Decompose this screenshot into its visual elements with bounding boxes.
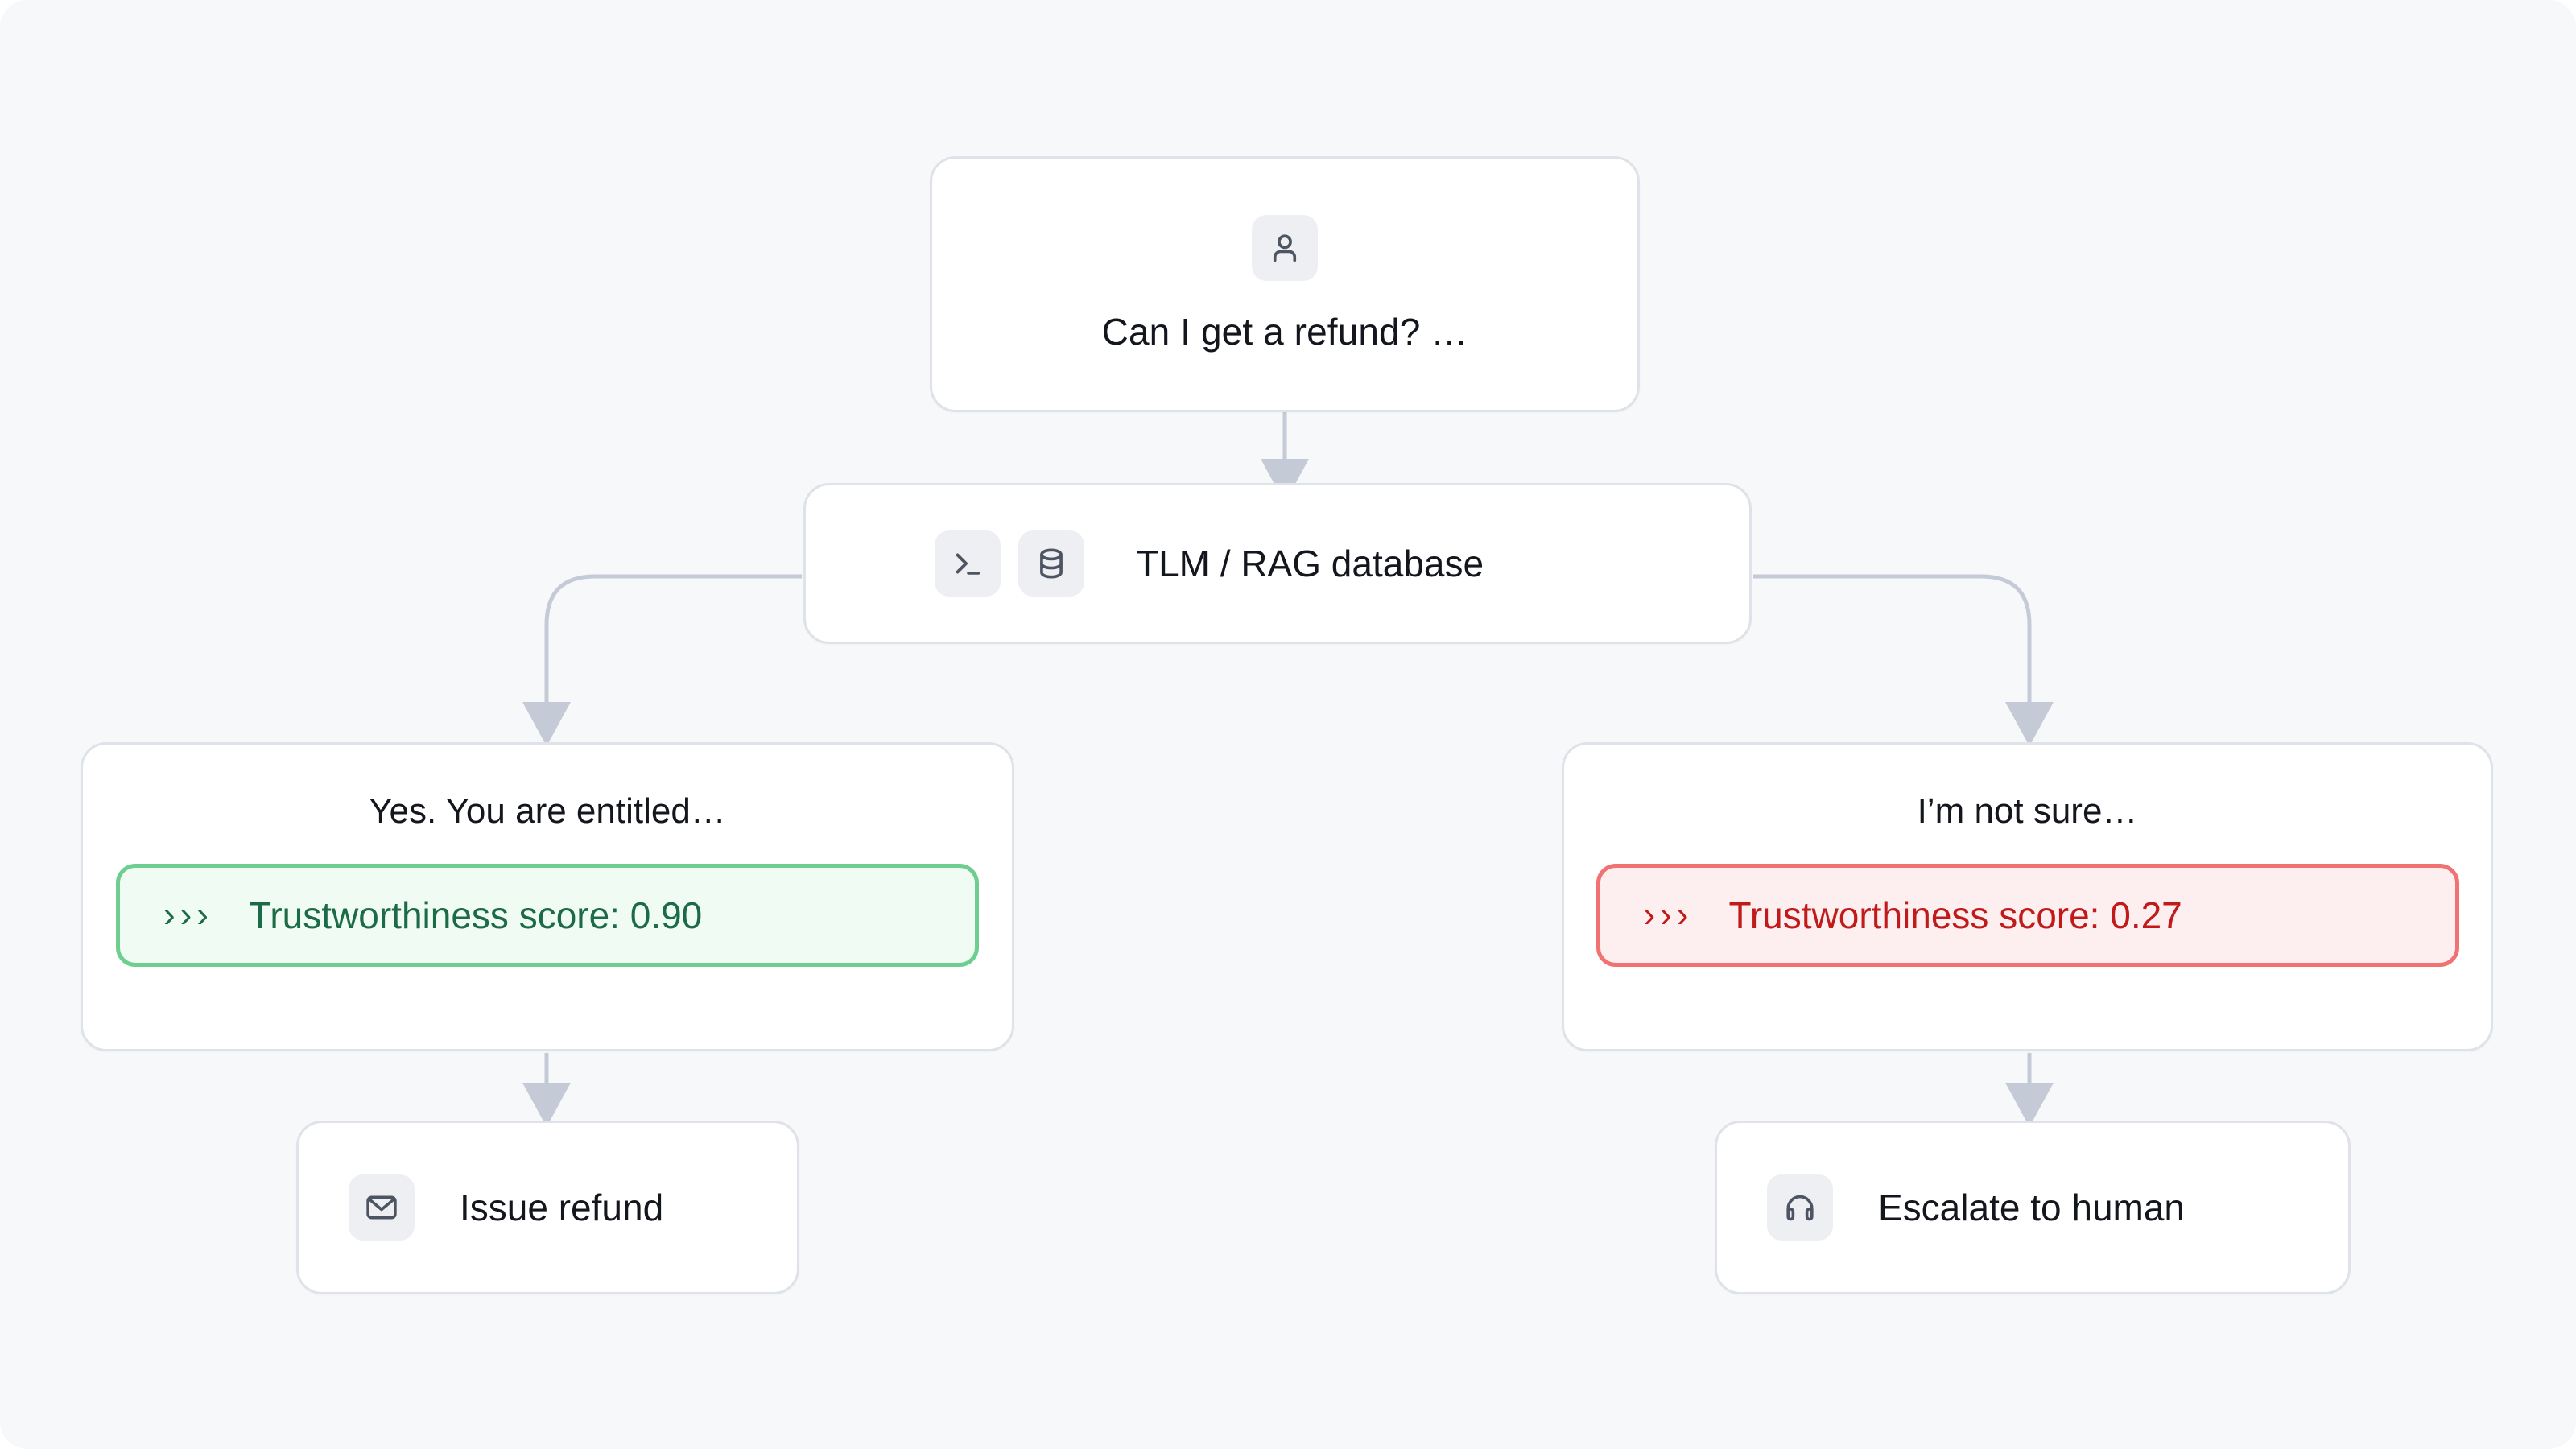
trustworthiness-score-badge-low: ››› Trustworthiness score: 0.27 xyxy=(1596,864,2459,967)
edge-tlm-to-answer-left xyxy=(522,574,802,746)
trustworthiness-score-badge-high: ››› Trustworthiness score: 0.90 xyxy=(116,864,979,967)
trustworthiness-score-label-high: Trustworthiness score: 0.90 xyxy=(248,894,703,936)
answer-card-trusted[interactable]: Yes. You are entitled… ››› Trustworthine… xyxy=(80,742,1014,1051)
tlm-rag-node[interactable]: TLM / RAG database xyxy=(803,483,1752,644)
user-question-text: Can I get a refund? … xyxy=(1101,311,1468,353)
edge-tlm-to-answer-right xyxy=(1753,574,2054,746)
action-node-issue-refund[interactable]: Issue refund xyxy=(296,1121,799,1294)
trustworthiness-score-label-low: Trustworthiness score: 0.27 xyxy=(1728,894,2182,936)
user-question-node[interactable]: Can I get a refund? … xyxy=(930,156,1640,412)
mail-icon xyxy=(349,1174,415,1241)
answer-text-untrusted: I’m not sure… xyxy=(1917,791,2138,831)
terminal-icon xyxy=(935,530,1001,597)
answer-card-untrusted[interactable]: I’m not sure… ››› Trustworthiness score:… xyxy=(1562,742,2493,1051)
tlm-rag-label: TLM / RAG database xyxy=(1136,543,1484,584)
user-icon xyxy=(1252,215,1318,281)
action-label-issue-refund: Issue refund xyxy=(460,1187,664,1228)
chevrons-icon: ››› xyxy=(163,895,213,935)
action-label-escalate-to-human: Escalate to human xyxy=(1878,1187,2186,1228)
answer-text-trusted: Yes. You are entitled… xyxy=(369,791,726,831)
chevrons-icon: ››› xyxy=(1643,895,1694,935)
headphones-icon xyxy=(1767,1174,1833,1241)
action-node-escalate-to-human[interactable]: Escalate to human xyxy=(1715,1121,2351,1294)
database-icon xyxy=(1018,530,1084,597)
